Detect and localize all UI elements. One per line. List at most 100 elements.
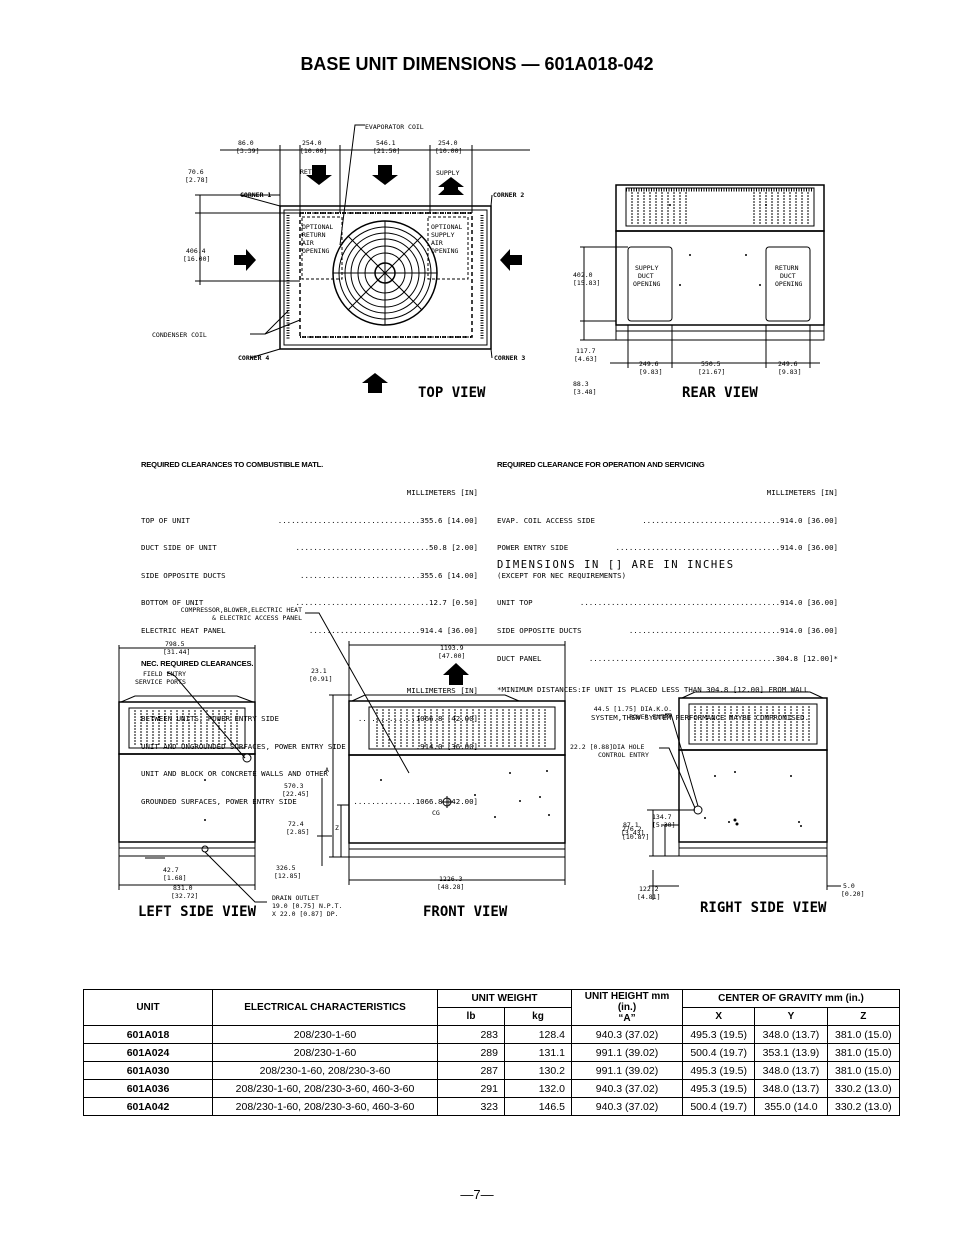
dim-326: 326.5 [276, 864, 296, 872]
dim-326-in: [12.85] [274, 872, 301, 880]
dim-42: 42.7 [163, 866, 179, 874]
dim-122: 122.2 [639, 885, 659, 893]
list-item: SIDE OPPOSITE DUCTS.....................… [141, 570, 478, 580]
supply-duct-3: OPENING [633, 280, 660, 288]
opt-return-2: RETURN [302, 231, 326, 239]
opt-supply-3: AIR [431, 239, 443, 247]
clearances-units-3: MILLIMETERS [IN] [766, 488, 838, 498]
list-item: ELECTRIC HEAT PANEL.....................… [141, 626, 478, 636]
clearances-servicing: REQUIRED CLEARANCE FOR OPERATION AND SER… [497, 442, 838, 731]
col-cg: CENTER OF GRAVITY mm (in.) [682, 989, 900, 1008]
dim-798-in: [31.44] [163, 648, 190, 656]
dim-254a: 254.0 [302, 139, 322, 147]
col-lb: lb [437, 1007, 505, 1026]
dim-23: 23.1 [311, 667, 327, 675]
dim-5-in: [0.20] [841, 890, 864, 898]
dim-402: 402.0 [573, 271, 593, 279]
return-duct-2: DUCT [780, 272, 796, 280]
list-item: (EXCEPT FOR NEC REQUIREMENTS) [497, 570, 627, 580]
table-row: 601A024 208/230-1-60 289 131.1 991.1 (39… [83, 1043, 901, 1062]
dim-134-in: [5.30] [652, 821, 676, 829]
field-entry-2: SERVICE PORTS [135, 678, 186, 686]
col-height: UNIT HEIGHT mm (in.)“A” [571, 989, 683, 1026]
dim-117: 117.7 [576, 347, 596, 355]
clearances-heading-1: REQUIRED CLEARANCES TO COMBUSTIBLE MATL. [141, 460, 323, 470]
page-number: —7— [460, 1187, 494, 1202]
dim-831: 831.0 [173, 884, 193, 892]
dim-249b-in: [9.83] [778, 368, 801, 376]
dim-134: 134.7 [652, 813, 672, 821]
right-side-view-drawing: 87.1 [3.43] 122.2 [4.81] 5.0 [0.20] RIGH… [621, 691, 864, 916]
access-panel-label: COMPRESSOR,BLOWER,ELECTRIC HEAT & ELECTR… [180, 606, 302, 622]
corner-1: CORNER 1 [240, 191, 271, 199]
power-entry-2: POWER ENTRY [628, 713, 672, 721]
drain-2: 19.0 [0.75] N.P.T. [272, 902, 342, 910]
dim-570: 570.3 [284, 782, 304, 790]
evaporator-coil-label: EVAPORATOR COIL [365, 123, 424, 131]
return-duct-1: RETURN [775, 264, 799, 272]
condenser-coil-label: CONDENSER COIL [152, 331, 207, 339]
table-row: 601A018 208/230-1-60 283 128.4 940.3 (37… [83, 1025, 901, 1044]
left-side-view-drawing: 798.5 [31.44] FIELD ENTRY SERVICE PORTS … [118, 640, 267, 920]
corner-2: CORNER 2 [493, 191, 524, 199]
dim-254b: 254.0 [438, 139, 458, 147]
dim-546-in: [21.50] [373, 147, 400, 155]
list-item: DUCT PANEL..............................… [497, 653, 838, 663]
dim-1193-in: [47.00] [438, 652, 465, 660]
top-view-drawing: 86.0 [3.39] 254.0 [10.00] 546.1 [21.50] … [152, 123, 530, 401]
drain-1: DRAIN OUTLET [272, 894, 319, 902]
dim-5: 5.0 [843, 882, 855, 890]
dim-117-in: [4.63] [574, 355, 597, 363]
dim-23-in: [0.91] [309, 675, 332, 683]
dim-72-in: [2.85] [286, 828, 309, 836]
dimensions-note: DIMENSIONS IN [] ARE IN INCHES [497, 559, 735, 571]
return-label: RETURN [300, 168, 324, 176]
list-item: SIDE OPPOSITE DUCTS.....................… [497, 626, 838, 636]
dim-1193: 1193.9 [440, 644, 464, 652]
table-row: 601A030 208/230-1-60, 208/230-3-60 287 1… [83, 1061, 901, 1080]
page-title: BASE UNIT DIMENSIONS — 601A018-042 [300, 54, 654, 74]
opt-return-3: AIR [302, 239, 314, 247]
opt-supply-2: SUPPLY [431, 231, 455, 239]
dim-249b: 249.6 [778, 360, 798, 368]
dim-406-in: [16.00] [183, 255, 210, 263]
dim-570-in: [22.45] [282, 790, 309, 798]
clearance-note-2: SYSTEM,THEN SYSTEM PERFORMANCE MAYBE COM… [591, 712, 810, 722]
opt-supply-4: OPENING [431, 247, 458, 255]
corner-3: CORNER 3 [494, 354, 525, 362]
dim-831-in: [32.72] [171, 892, 198, 900]
control-entry-2: CONTROL ENTRY [598, 751, 649, 759]
dim-87: 87.1 [623, 821, 639, 829]
dim-402-in: [15.83] [573, 279, 600, 287]
left-side-view-label: LEFT SIDE VIEW [138, 904, 257, 920]
dim-70-in: [2.78] [185, 176, 208, 184]
front-view-drawing: 1193.9 [47.00] 23.1 [0.91] A Z CG 1226.3… [305, 612, 566, 920]
dim-1226-in: [48.28] [437, 883, 464, 891]
col-unit: UNIT [83, 989, 213, 1026]
opt-return-1: OPTIONAL [302, 223, 333, 231]
top-view-label: TOP VIEW [418, 385, 486, 401]
dim-88-in: [3.48] [573, 388, 596, 396]
power-entry-1: 44.5 [1.75] DIA.K.O. [593, 705, 672, 713]
col-kg: kg [504, 1007, 572, 1026]
list-item: BETWEEN UNITS, POWER ENTRY SIDE.........… [141, 713, 478, 723]
control-entry-1: 22.2 [0.88]DIA HOLE [570, 743, 645, 751]
dim-249a: 249.6 [639, 360, 659, 368]
drain-3: X 22.0 [0.87] DP. [272, 910, 339, 918]
col-z: Z [826, 1007, 901, 1026]
clearances-combustible: REQUIRED CLEARANCES TO COMBUSTIBLE MATL.… [141, 442, 478, 815]
supply-duct-2: DUCT [638, 272, 654, 280]
z-label: Z [335, 824, 339, 832]
clearances-heading-3: REQUIRED CLEARANCE FOR OPERATION AND SER… [497, 460, 705, 470]
dim-70: 70.6 [188, 168, 204, 176]
a-label: A [325, 766, 329, 774]
rear-view-label: REAR VIEW [682, 385, 758, 401]
col-electrical: ELECTRICAL CHARACTERISTICS [212, 989, 438, 1026]
col-x: X [681, 1007, 756, 1026]
dim-254b-in: [10.00] [435, 147, 462, 155]
return-duct-3: OPENING [775, 280, 802, 288]
list-item: POWER ENTRY SIDE........................… [497, 543, 838, 553]
front-view-label: FRONT VIEW [423, 904, 508, 920]
dim-550: 550.5 [701, 360, 721, 368]
clearances-units-2: MILLIMETERS [IN] [406, 686, 478, 696]
